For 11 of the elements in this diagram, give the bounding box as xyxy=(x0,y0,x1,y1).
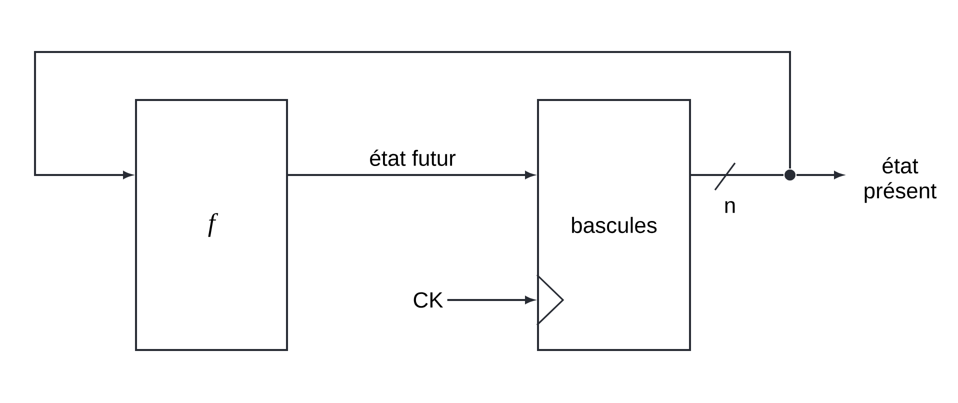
edge-label: état futur xyxy=(367,148,458,168)
arrow xyxy=(796,171,843,179)
signal-label: état présent xyxy=(864,157,937,203)
signal-label: CK xyxy=(414,292,444,308)
block-box: f xyxy=(135,99,288,351)
arrow xyxy=(288,171,534,179)
arrow xyxy=(447,296,534,304)
arrow xyxy=(34,51,791,179)
block-box: bascules xyxy=(537,99,691,351)
bus-width-label: n xyxy=(725,201,735,213)
junction-dot xyxy=(784,170,796,180)
